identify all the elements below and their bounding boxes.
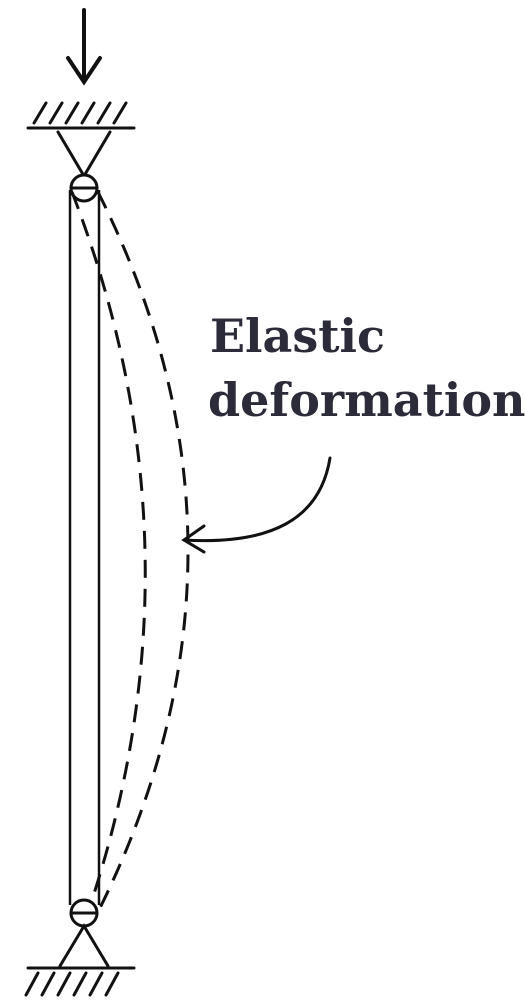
bottom-hatch-1 — [24, 971, 40, 997]
bottom-support-triangle — [58, 923, 110, 968]
bottom-hatch-3 — [56, 971, 72, 997]
deformed-shape — [70, 191, 190, 913]
deformed-left-edge — [70, 191, 147, 913]
bottom-hatch-4 — [72, 971, 88, 997]
top-hatch-3 — [64, 101, 80, 125]
top-hatch-6 — [112, 101, 128, 125]
annotation-label-line2: deformation — [208, 373, 525, 427]
load-arrow-head — [66, 56, 102, 86]
top-support-triangle — [56, 130, 112, 179]
top-hatch-2 — [48, 101, 64, 125]
annotation-arrow — [181, 456, 332, 554]
bottom-support — [24, 898, 136, 997]
bottom-hatch-2 — [40, 971, 56, 997]
deformed-right-edge — [96, 191, 190, 913]
top-hatch-1 — [32, 101, 48, 125]
top-hatch-4 — [80, 101, 96, 125]
bottom-hatch-6 — [104, 971, 120, 997]
top-hatch-5 — [96, 101, 112, 125]
load-arrow — [66, 8, 102, 86]
bottom-hatch-5 — [88, 971, 104, 997]
annotation-label-line1: Elastic — [210, 309, 385, 363]
annotation-arrow-head — [181, 524, 206, 554]
column — [68, 190, 101, 905]
annotation-arrow-curve — [182, 456, 332, 543]
top-support — [26, 101, 136, 203]
